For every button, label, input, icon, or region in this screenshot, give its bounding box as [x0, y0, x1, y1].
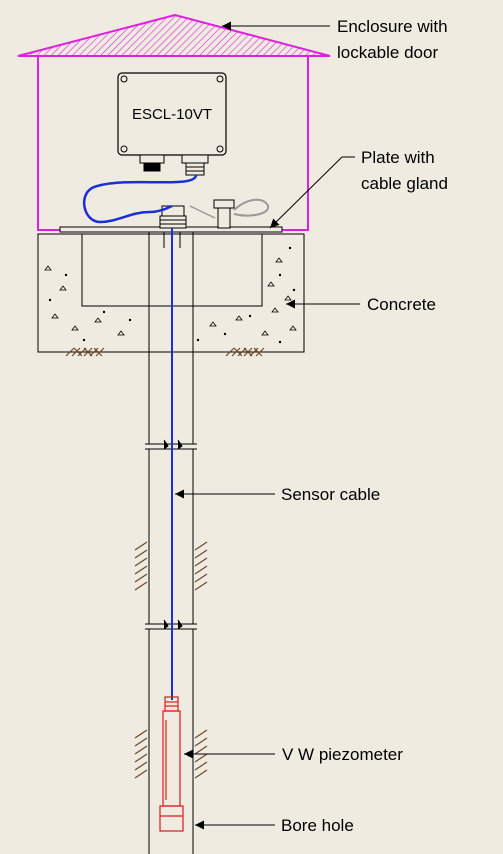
box-connectors	[139, 154, 209, 176]
callout-lines	[175, 21, 360, 830]
ground-hatch	[65, 347, 265, 357]
label-bore-hole: Bore hole	[281, 816, 354, 835]
enclosure-roof	[17, 13, 331, 57]
label-plate-line1: Plate with	[361, 148, 435, 167]
borehole-side-hatch	[134, 541, 208, 779]
escl-label: ESCL-10VT	[132, 106, 212, 123]
escl-box: ESCL-10VT	[117, 72, 227, 156]
label-sensor-cable: Sensor cable	[281, 485, 380, 504]
label-plate-line2: cable gland	[361, 174, 448, 193]
label-piezometer: V W piezometer	[282, 745, 403, 764]
label-enclosure-line1: Enclosure with	[337, 17, 448, 36]
vw-piezometer	[159, 696, 184, 832]
label-concrete: Concrete	[367, 295, 436, 314]
label-enclosure-line2: lockable door	[337, 43, 438, 62]
cable-loop	[82, 174, 198, 224]
callout-labels: Enclosure with lockable door Plate with …	[281, 17, 448, 835]
plate-bolt	[189, 198, 270, 229]
